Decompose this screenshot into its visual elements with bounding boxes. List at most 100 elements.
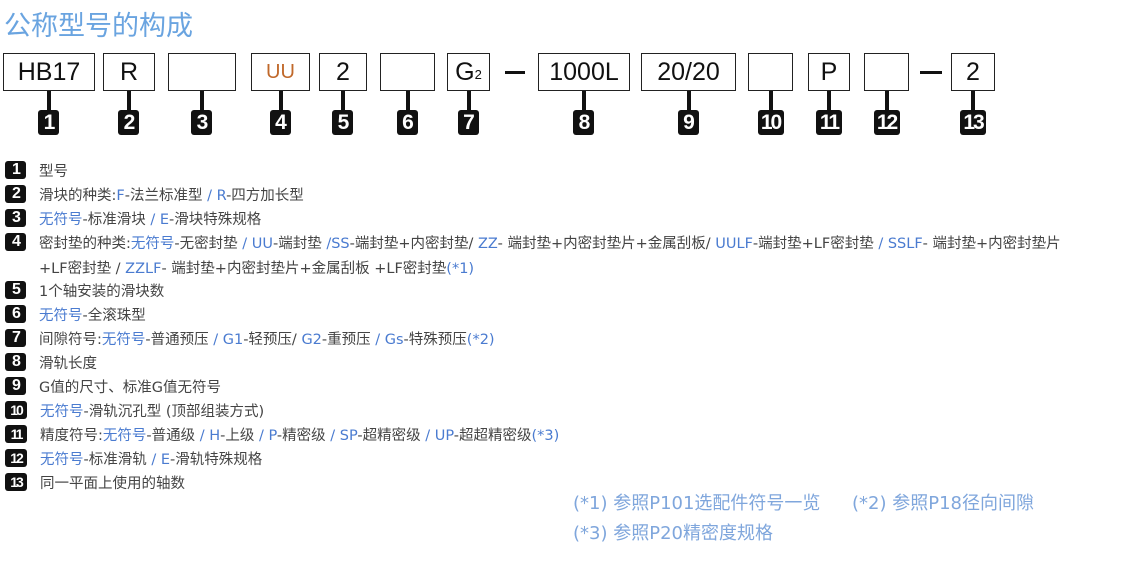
code-box-12	[864, 53, 909, 91]
code-box-13: 2	[951, 53, 995, 91]
connector-line	[971, 91, 975, 111]
code-box-5: 2	[319, 53, 367, 91]
connector-line	[127, 91, 131, 111]
number-badge: 10	[757, 110, 784, 135]
connector-line	[884, 91, 889, 111]
description: 滑轨长度	[39, 355, 97, 372]
code-symbol: / E	[150, 211, 169, 228]
code-value: P	[820, 57, 838, 86]
legend-text: 无符号-标准滑块 / E-滑块特殊规格	[39, 208, 261, 229]
connector-line	[686, 91, 691, 111]
number-badge: 7	[457, 110, 479, 135]
connector-line	[466, 91, 471, 111]
number-badge: 11	[816, 110, 842, 135]
code-symbol: 无符号	[39, 307, 83, 324]
page-title: 公称型号的构成	[4, 11, 193, 42]
number-badge: 4	[269, 110, 291, 135]
code-box-10	[748, 53, 793, 91]
code-symbol: 无符号	[102, 427, 147, 444]
code-symbol: / R	[207, 187, 227, 204]
description: -端封垫+内密封垫/	[349, 235, 478, 252]
number-badge: 8	[5, 353, 26, 371]
code-symbol: 无符号	[40, 403, 84, 420]
description: -端封垫	[272, 235, 327, 252]
code-value: 2	[966, 57, 980, 86]
number-badge: 3	[5, 209, 26, 227]
number-badge: 11	[5, 425, 27, 443]
dash-separator	[920, 71, 942, 74]
code-symbol: G2	[301, 331, 322, 348]
code-symbol: 无符号	[40, 451, 84, 468]
legend-text: 无符号-全滚珠型	[39, 304, 146, 325]
description: -滑轨特殊规格	[170, 451, 263, 468]
code-symbol: / UU	[242, 235, 273, 252]
code-symbol: (*2)	[466, 331, 495, 348]
footnote-1: (*1) 参照P101选配件符号一览	[573, 493, 821, 514]
number-badge: 10	[5, 401, 27, 419]
description: 密封垫的种类:	[39, 235, 131, 252]
code-symbol: / G1	[213, 331, 244, 348]
legend-text: G值的尺寸、标准G值无符号	[39, 376, 221, 397]
number-badge: 2	[118, 110, 139, 135]
description: -滑轨沉孔型 (顶部组装方式)	[83, 403, 265, 420]
code-symbol: / SP	[330, 427, 358, 444]
legend-text: 滑块的种类:F-法兰标准型 / R-四方加长型	[39, 184, 304, 205]
description: 滑块的种类:	[39, 187, 117, 204]
code-symbol: (*1)	[446, 261, 475, 277]
dash-separator	[505, 71, 525, 74]
code-box-11: P	[808, 53, 850, 91]
number-badge: 13	[960, 110, 986, 135]
description: -超精密级	[357, 427, 426, 444]
description: -无密封垫	[174, 235, 243, 252]
code-value: G	[455, 57, 475, 86]
code-value: 2	[336, 57, 350, 86]
footnote-2: (*2) 参照P18径向间隙	[852, 493, 1034, 514]
number-badge: 8	[573, 110, 594, 135]
legend-text: 精度符号:无符号-普通级 / H-上级 / P-精密级 / SP-超精密级 / …	[40, 424, 559, 445]
number-badge: 5	[332, 110, 353, 135]
description: -重预压	[321, 331, 376, 348]
description: -上级	[220, 427, 259, 444]
number-badge: 9	[677, 110, 699, 135]
description: - 端封垫+内密封垫片+金属刮板 +LF密封垫	[161, 261, 447, 277]
code-box-1: HB17	[3, 53, 95, 91]
legend-item: 11 精度符号:无符号-普通级 / H-上级 / P-精密级 / SP-超精密级 …	[5, 423, 559, 445]
number-badge: 4	[5, 233, 26, 251]
legend-text: 型号	[39, 160, 68, 181]
description: -普通预压	[145, 331, 214, 348]
code-box-6	[380, 53, 435, 91]
number-badge: 9	[5, 377, 26, 395]
code-box-2: R	[103, 53, 155, 91]
code-box-9: 20/20	[641, 53, 736, 91]
code-symbol: ZZ	[478, 235, 498, 252]
code-box-8: 1000L	[538, 53, 630, 91]
code-symbol: UULF	[715, 235, 753, 252]
legend-item: 8 滑轨长度	[5, 351, 97, 373]
code-symbol: / P	[258, 427, 277, 444]
code-symbol: F	[116, 187, 125, 204]
number-badge: 7	[5, 329, 26, 347]
number-badge: 12	[5, 449, 27, 467]
description: -标准滑轨	[83, 451, 152, 468]
number-badge: 13	[5, 473, 27, 491]
connector-line	[341, 91, 345, 111]
code-value: R	[119, 57, 139, 86]
connector-line	[200, 91, 204, 111]
legend-text: 滑轨长度	[39, 352, 97, 373]
number-badge: 1	[38, 110, 59, 135]
legend-item: 10 无符号-滑轨沉孔型 (顶部组装方式)	[5, 399, 264, 421]
description: - 端封垫+内密封垫片+金属刮板/	[497, 235, 716, 252]
legend-item: 3 无符号-标准滑块 / E-滑块特殊规格	[5, 207, 261, 229]
code-symbol: / H	[199, 427, 221, 444]
connector-line	[47, 91, 51, 111]
footnote-3: (*3) 参照P20精密度规格	[573, 523, 773, 544]
legend-text: 无符号-滑轨沉孔型 (顶部组装方式)	[40, 400, 264, 421]
description: -轻预压/	[243, 331, 302, 348]
code-symbol: 无符号	[101, 331, 146, 348]
